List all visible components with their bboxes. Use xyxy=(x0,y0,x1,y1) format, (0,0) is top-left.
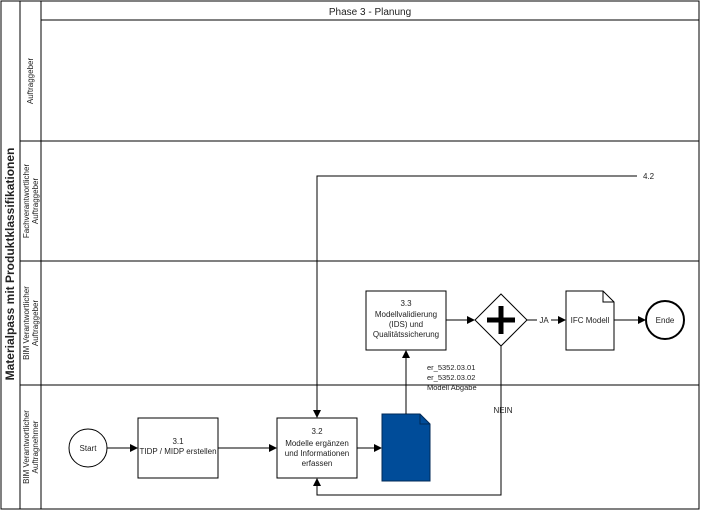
ifc-model-document[interactable] xyxy=(565,290,615,351)
lane-3-label-line1: BIM Verantwortlicher xyxy=(22,286,31,360)
ifc-model-document-fold xyxy=(602,291,614,303)
flow-label-no: NEIN xyxy=(493,406,512,415)
flow-label-ref-42: 4.2 xyxy=(643,172,655,181)
task-3-3-label-line3: Qualitätssicherung xyxy=(373,330,439,339)
yes-label-bg xyxy=(537,314,551,326)
task-3-2-label-line1: Modelle ergänzen xyxy=(285,439,349,448)
task-3-2-label-line2: und Informationen xyxy=(285,449,350,458)
ifc-model-label: IFC Modell xyxy=(571,316,610,325)
task-3-1-number: 3.1 xyxy=(172,437,184,446)
task-3-3[interactable] xyxy=(365,290,447,351)
task-3-3-number: 3.3 xyxy=(400,299,412,308)
delivery-document-fold xyxy=(419,414,430,425)
end-event[interactable] xyxy=(645,300,685,340)
gateway-plus-icon xyxy=(487,306,515,334)
flow-gateway-no-loop xyxy=(313,346,502,496)
task-3-1-label: TIDP / MIDP erstellen xyxy=(139,447,216,456)
end-event-label: Ende xyxy=(656,316,675,325)
lane-label-fachverantwortlicher: Fachverantwortlicher Auftraggeber xyxy=(22,164,40,239)
flow-ref-42-to-32 xyxy=(313,175,637,418)
delivery-ref-3: Modell Abgabe xyxy=(427,383,477,392)
task-3-2-number: 3.2 xyxy=(311,427,323,436)
lane-4-label-line1: BIM Verantwortlicher xyxy=(22,410,31,484)
lane-label-bim-auftragnehmer: BIM Verantwortlicher Auftragnehmer xyxy=(22,410,40,484)
flow-label-yes: JA xyxy=(539,316,549,325)
task-3-3-label-line1: Modellvalidierung xyxy=(375,310,437,319)
lane-2-label-line2: Auftraggeber xyxy=(31,178,40,225)
lane-2-label-line1: Fachverantwortlicher xyxy=(22,164,31,239)
lane-1-label: Auftraggeber xyxy=(26,58,35,105)
task-3-1[interactable] xyxy=(137,417,219,479)
pool-title: Materialpass mit Produktklassifikationen xyxy=(3,148,17,381)
delivery-ref-1: er_5352.03.01 xyxy=(427,363,475,372)
lane-label-bim-auftraggeber: BIM Verantwortlicher Auftraggeber xyxy=(22,286,40,360)
delivery-document[interactable] xyxy=(381,413,431,482)
lane-label-auftraggeber: Auftraggeber xyxy=(26,58,35,105)
lane-3-label-line2: Auftraggeber xyxy=(31,300,40,347)
delivery-ref-2: er_5352.03.02 xyxy=(427,373,475,382)
start-event-label: Start xyxy=(80,444,98,453)
task-3-3-label-line2: (IDS) und xyxy=(389,320,423,329)
phase-label: Phase 3 - Planung xyxy=(329,7,411,18)
task-3-2-label-line3: erfassen xyxy=(302,459,333,468)
lane-4-label-line2: Auftragnehmer xyxy=(31,420,40,473)
